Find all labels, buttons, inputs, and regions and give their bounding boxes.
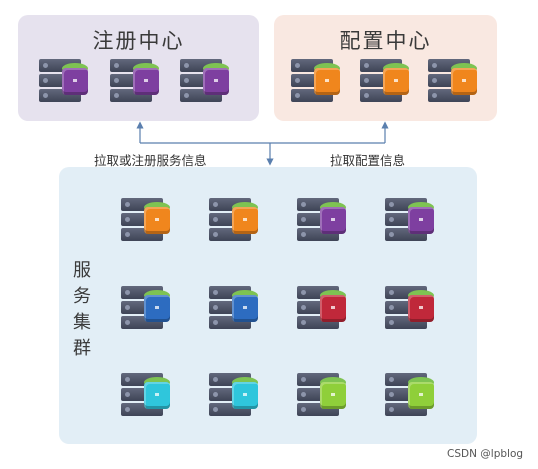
service-server-icon [209,194,258,244]
service-server-icon [121,369,170,419]
pull-or-register-label: 拉取或注册服务信息 [94,153,207,168]
service-server-icon [297,369,346,419]
cluster-title: 服 务 集 群 [70,258,94,362]
registry-server-icon [110,55,159,105]
config-center-title: 配置中心 [339,29,432,53]
cluster-title-char: 服 [73,260,91,281]
registry-center-title: 注册中心 [92,29,185,53]
service-server-icon [209,282,258,332]
cluster-title-char: 群 [73,338,91,359]
watermark: CSDN @lpblog [447,448,524,460]
service-server-icon [121,194,170,244]
config-server-icon [360,55,409,105]
service-server-icon [121,282,170,332]
config-server-icon [428,55,477,105]
config-server-icon [291,55,340,105]
service-server-icon [297,194,346,244]
cluster-title-char: 集 [73,312,91,333]
service-server-icon [209,369,258,419]
service-server-icon [385,194,434,244]
registry-server-icon [180,55,229,105]
cluster-title-char: 务 [73,286,91,307]
service-server-icon [297,282,346,332]
service-server-icon [385,369,434,419]
service-server-icon [385,282,434,332]
registry-server-icon [39,55,88,105]
pull-config-label: 拉取配置信息 [330,153,406,168]
